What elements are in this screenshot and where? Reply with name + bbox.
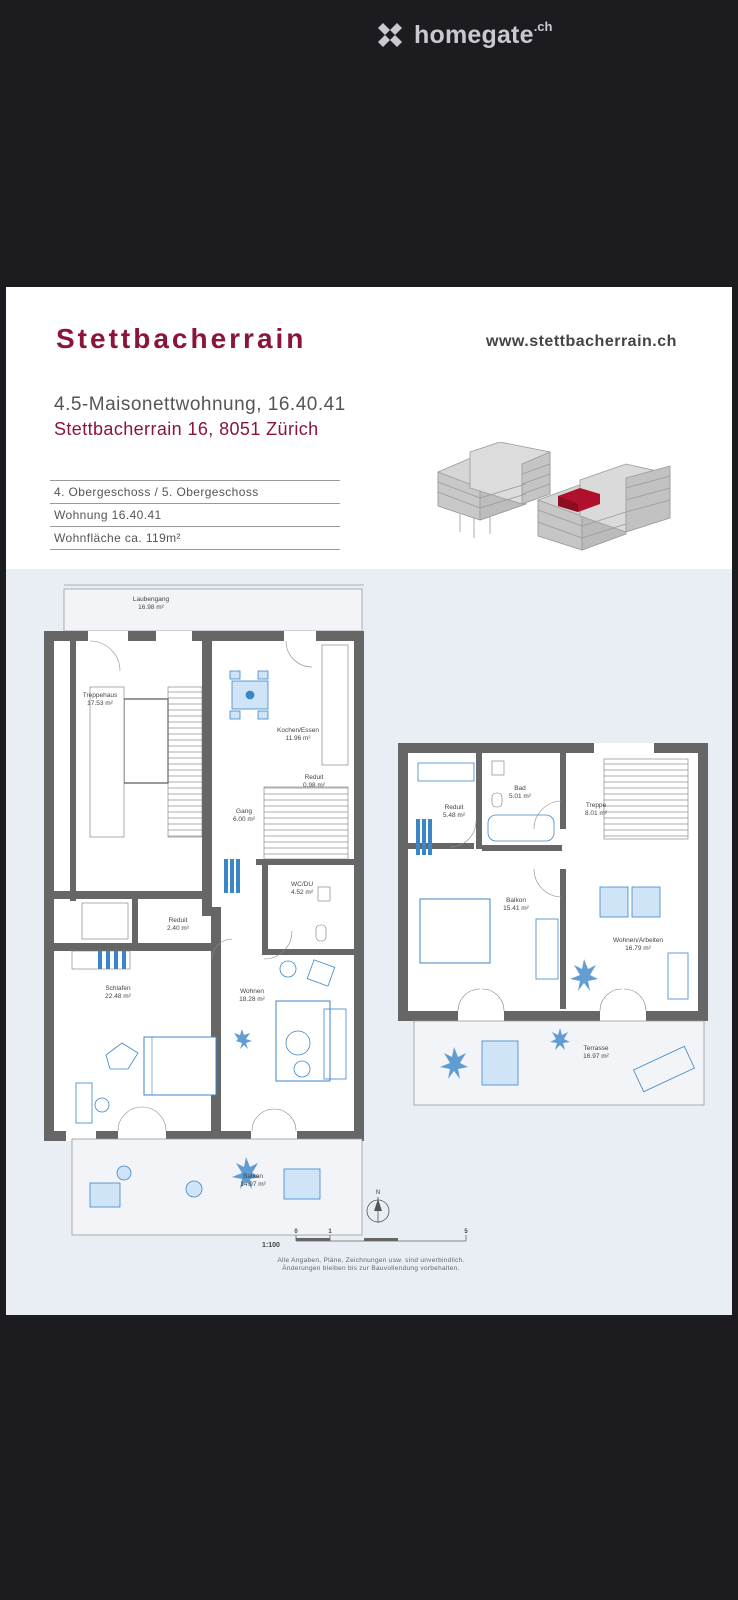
scale-tick-0: 0 <box>294 1229 298 1235</box>
room-area-wohnen: 18.28 m² <box>239 996 265 1003</box>
north-label: N <box>376 1190 380 1196</box>
room-area-treppehaus: 17.53 m² <box>87 700 113 707</box>
room-area-kochen-essen: 11.96 m² <box>285 735 311 742</box>
room-area-balkon-lower: 14.97 m² <box>240 1181 266 1188</box>
project-website: www.stettbacherrain.ch <box>486 333 677 350</box>
room-label-laubengang: Laubengang <box>133 596 170 603</box>
scale-tick-1: 1 <box>328 1229 332 1235</box>
room-area-reduit-a: 0.98 m² <box>303 782 326 789</box>
room-label-treppe: Treppe <box>586 802 607 809</box>
info-row-area: Wohnfläche ca. 119m² <box>50 526 340 550</box>
room-label-schlafen: Schlafen <box>105 985 131 992</box>
scale-tick-5: 5 <box>464 1229 468 1235</box>
room-area-gang: 6.00 m² <box>233 816 256 823</box>
plan-upper-floor <box>398 743 708 1106</box>
room-label-reduit-b: Reduit <box>169 917 188 924</box>
room-area-schlafen: 22.48 m² <box>105 993 131 1000</box>
project-brand: Stettbacherrain <box>56 323 307 354</box>
apartment-title: 4.5-Maisonettwohnung, 16.40.41 <box>54 394 346 415</box>
scale-ratio: 1:100 <box>262 1242 280 1249</box>
room-area-reduit-upper: 5.48 m² <box>443 812 466 819</box>
room-label-terrasse: Terrasse <box>584 1045 609 1052</box>
room-label-reduit-a: Reduit <box>305 774 324 781</box>
floorplan-document[interactable]: Stettbacherrain www.stettbacherrain.ch 4… <box>6 287 732 1315</box>
plan-lower-floor <box>44 584 364 1236</box>
apartment-address: Stettbacherrain 16, 8051 Zürich <box>54 419 319 439</box>
room-label-wohnen-arbeiten: Wohnen/Arbeiten <box>613 937 663 944</box>
room-area-treppe: 8.01 m² <box>585 810 608 817</box>
room-area-wc-du: 4.52 m² <box>291 889 314 896</box>
north-arrow-icon: N <box>366 1190 390 1223</box>
room-label-kochen-essen: Kochen/Essen <box>277 727 319 734</box>
floorplan-drawing: Laubengang 16.98 m² Treppehaus 17.53 m² … <box>44 584 708 1242</box>
info-row-floor: 4. Obergeschoss / 5. Obergeschoss <box>50 480 340 503</box>
room-area-reduit-b: 2.40 m² <box>167 925 190 932</box>
room-label-wc-du: WC/DU <box>291 881 313 888</box>
apartment-info-table: 4. Obergeschoss / 5. Obergeschoss Wohnun… <box>50 480 340 550</box>
app-header: homegate .ch <box>0 0 738 72</box>
room-area-bad: 5.01 m² <box>509 793 532 800</box>
info-row-unit: Wohnung 16.40.41 <box>50 503 340 526</box>
room-area-laubengang: 16.98 m² <box>138 604 164 611</box>
logo-text: homegate <box>414 20 534 49</box>
room-area-balkon-upper: 15.41 m² <box>503 905 529 912</box>
logo-tld: .ch <box>533 18 553 34</box>
scale-bar: 0 1 5 <box>294 1229 468 1242</box>
room-area-wohnen-arbeiten: 16.79 m² <box>625 945 651 952</box>
room-label-balkon-lower: Balkon <box>243 1173 263 1180</box>
disclaimer-line-2: Änderungen bleiben bis zur Bauvollendung… <box>282 1265 460 1272</box>
room-label-balkon-upper: Balkon <box>506 897 526 904</box>
room-area-terrasse: 16.97 m² <box>583 1053 609 1060</box>
disclaimer-line-1: Alle Angaben, Pläne, Zeichnungen usw. si… <box>277 1257 465 1264</box>
disclaimer: Alle Angaben, Pläne, Zeichnungen usw. si… <box>246 1257 496 1273</box>
room-label-treppehaus: Treppehaus <box>83 692 118 699</box>
room-label-gang: Gang <box>236 808 252 815</box>
homegate-cross-icon <box>378 23 402 47</box>
room-label-reduit-upper: Reduit <box>445 804 464 811</box>
room-label-bad: Bad <box>514 785 526 792</box>
room-label-wohnen: Wohnen <box>240 988 264 995</box>
building-location-illustration <box>437 442 671 551</box>
homegate-logo[interactable]: homegate .ch <box>374 18 552 52</box>
